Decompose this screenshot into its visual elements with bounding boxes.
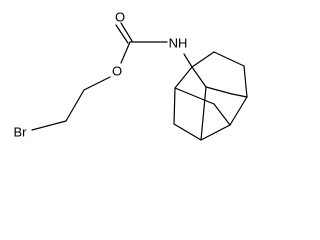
ester-oxygen-label: O (112, 63, 122, 78)
molecule-structure: O O NH Br (14, 9, 248, 141)
bromine-label: Br (14, 124, 28, 139)
bond-carbonyl-ester-oxygen (120, 41, 131, 64)
nitrogen-label: NH (169, 35, 188, 50)
carbonyl-oxygen-label: O (115, 9, 125, 24)
bond-nitrogen-adamantyl (183, 53, 193, 68)
bond-carbonyl-double-a (115, 24, 129, 44)
adamantyl-cage (173, 51, 248, 141)
bond-carbonyl-double-b (120, 22, 133, 42)
bond-ch2-bromine (31, 120, 67, 131)
bond-oxygen-ch2 (83, 76, 111, 91)
bond-ch2-ch2 (65, 89, 85, 122)
